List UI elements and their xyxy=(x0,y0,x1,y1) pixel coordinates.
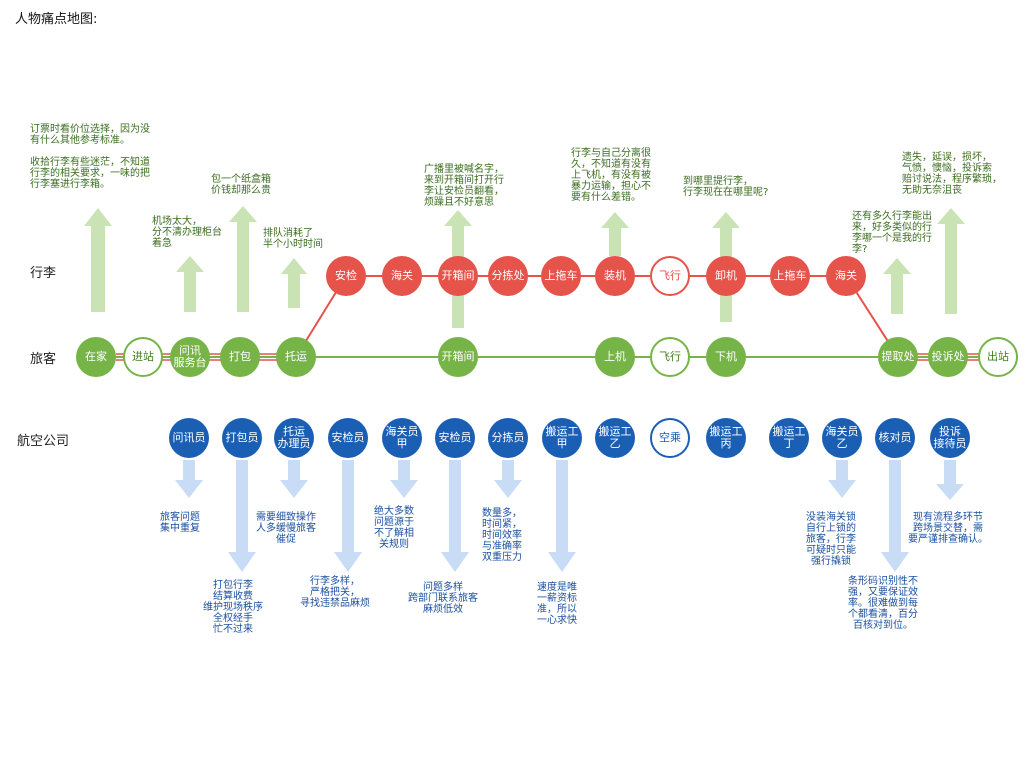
airline-role-node: 搬运工 甲 xyxy=(542,418,582,458)
traveler-pain-note: 排队消耗了 半个小时时间 xyxy=(263,228,323,250)
airline-role-node: 搬运工 丙 xyxy=(706,418,746,458)
traveler-step-node: 投诉处 xyxy=(928,337,968,377)
airline-role-node: 安检员 xyxy=(328,418,368,458)
down-arrow-icon xyxy=(494,460,522,498)
airline-pain-arrows xyxy=(175,460,964,572)
traveler-pain-note: 行李与自己分离很 久，不知道有没有 上飞机，有没有被 暴力运输，担心不 要有什么… xyxy=(571,148,651,203)
down-arrow-icon xyxy=(548,460,576,572)
airline-pain-note: 数量多， 时间紧， 时间效率 与准确率 双重压力 xyxy=(482,508,522,563)
down-arrow-icon xyxy=(280,460,308,498)
traveler-step-node: 托运 xyxy=(276,337,316,377)
airline-role-node: 核对员 xyxy=(875,418,915,458)
traveler-pain-note: 机场太大， 分不清办理柜台 着急 xyxy=(152,216,222,249)
airline-role-node: 安检员 xyxy=(435,418,475,458)
airline-pain-note: 需要细致操作 人多缓慢旅客 催促 xyxy=(256,512,316,545)
airline-pain-note: 问题多样 跨部门联系旅客 麻烦低效 xyxy=(408,582,478,615)
airline-role-node: 空乘 xyxy=(650,418,690,458)
traveler-step-node: 进站 xyxy=(123,337,163,377)
traveler-pain-note: 遗失，延误，损坏， 气愤，懊恼，投诉索 赔讨说法，程序繁琐， 无助无奈沮丧 xyxy=(902,152,1002,196)
luggage-step-node: 卸机 xyxy=(706,256,746,296)
airline-role-node: 问讯员 xyxy=(169,418,209,458)
traveler-pain-note: 包一个纸盒箱 价钱却那么贵 xyxy=(211,174,271,196)
traveler-pain-note: 订票时看价位选择，因为没 有什么其他参考标准。 收拾行李有些迷茫，不知道 行李的… xyxy=(30,124,150,190)
down-arrow-icon xyxy=(936,460,964,500)
up-arrow-icon xyxy=(281,258,307,308)
airline-role-node: 海关员 甲 xyxy=(382,418,422,458)
down-arrow-icon xyxy=(175,460,203,498)
airline-role-node: 托运 办理员 xyxy=(274,418,314,458)
traveler-step-node: 飞行 xyxy=(650,337,690,377)
row-label-airline: 航空公司 xyxy=(17,434,70,449)
luggage-step-node: 分拣处 xyxy=(488,256,528,296)
airline-pain-note: 条形码识别性不 强，又要保证效 率。很难做到每 个都看清，百分 百核对到位。 xyxy=(848,576,918,631)
traveler-pain-note: 到哪里提行李， 行李现在在哪里呢? xyxy=(683,176,769,198)
luggage-step-node: 开箱间 xyxy=(438,256,478,296)
traveler-step-node: 出站 xyxy=(978,337,1018,377)
row-label-luggage: 行李 xyxy=(30,266,57,281)
up-arrow-icon xyxy=(84,208,112,312)
luggage-step-node: 上拖车 xyxy=(770,256,810,296)
airline-pain-note: 行李多样， 严格把关， 寻找违禁品麻烦 xyxy=(300,576,370,609)
airline-role-node: 搬运工 丁 xyxy=(769,418,809,458)
row-label-traveler: 旅客 xyxy=(30,352,57,367)
down-arrow-icon xyxy=(441,460,469,572)
traveler-step-node: 下机 xyxy=(706,337,746,377)
traveler-pain-note: 还有多久行李能出 来，好多类似的行 李哪一个是我的行 李? xyxy=(852,211,932,255)
airline-pain-note: 旅客问题 集中重复 xyxy=(160,512,200,534)
airline-role-node: 海关员 乙 xyxy=(822,418,862,458)
luggage-step-node: 安检 xyxy=(326,256,366,296)
traveler-step-node: 开箱间 xyxy=(438,337,478,377)
airline-role-node: 投诉 接待员 xyxy=(930,418,970,458)
luggage-step-node: 上拖车 xyxy=(541,256,581,296)
down-arrow-icon xyxy=(334,460,362,572)
up-arrow-icon xyxy=(883,258,911,314)
down-arrow-icon xyxy=(828,460,856,498)
airline-pain-note: 没装海关锁 自行上锁的 旅客，行李 可疑时只能 强行撬锁 xyxy=(806,512,856,567)
luggage-step-node: 海关 xyxy=(826,256,866,296)
airline-pain-note: 打包行李 结算收费 维护现场秩序 全权经手 忙不过来 xyxy=(203,580,263,635)
up-arrow-icon xyxy=(937,208,965,314)
airline-role-node: 搬运工 乙 xyxy=(595,418,635,458)
up-arrow-icon xyxy=(176,256,204,312)
luggage-step-node: 装机 xyxy=(595,256,635,296)
down-arrow-icon xyxy=(881,460,909,572)
traveler-pain-note: 广播里被喊名字， 来到开箱间打开行 李让安检员翻看， 烦躁且不好意思 xyxy=(424,164,504,208)
traveler-step-node: 问讯 服务台 xyxy=(170,337,210,377)
airline-role-node: 打包员 xyxy=(222,418,262,458)
airline-pain-note: 速度是唯 一薪资标 准，所以 一心求快 xyxy=(537,582,577,626)
luggage-step-node: 飞行 xyxy=(650,256,690,296)
airline-role-node: 分拣员 xyxy=(488,418,528,458)
traveler-step-node: 上机 xyxy=(595,337,635,377)
airline-pain-note: 绝大多数 问题源于 不了解相 关规则 xyxy=(374,506,414,550)
airline-pain-note: 现有流程多环节 跨场景交替，需 要严谨排查确认。 xyxy=(908,512,988,545)
up-arrow-icon xyxy=(601,212,629,256)
traveler-step-node: 提取处 xyxy=(878,337,918,377)
luggage-step-node: 海关 xyxy=(382,256,422,296)
traveler-step-node: 在家 xyxy=(76,337,116,377)
page-title: 人物痛点地图: xyxy=(15,12,98,27)
down-arrow-icon xyxy=(228,460,256,572)
traveler-step-node: 打包 xyxy=(220,337,260,377)
down-arrow-icon xyxy=(390,460,418,498)
up-arrow-icon xyxy=(229,206,257,312)
